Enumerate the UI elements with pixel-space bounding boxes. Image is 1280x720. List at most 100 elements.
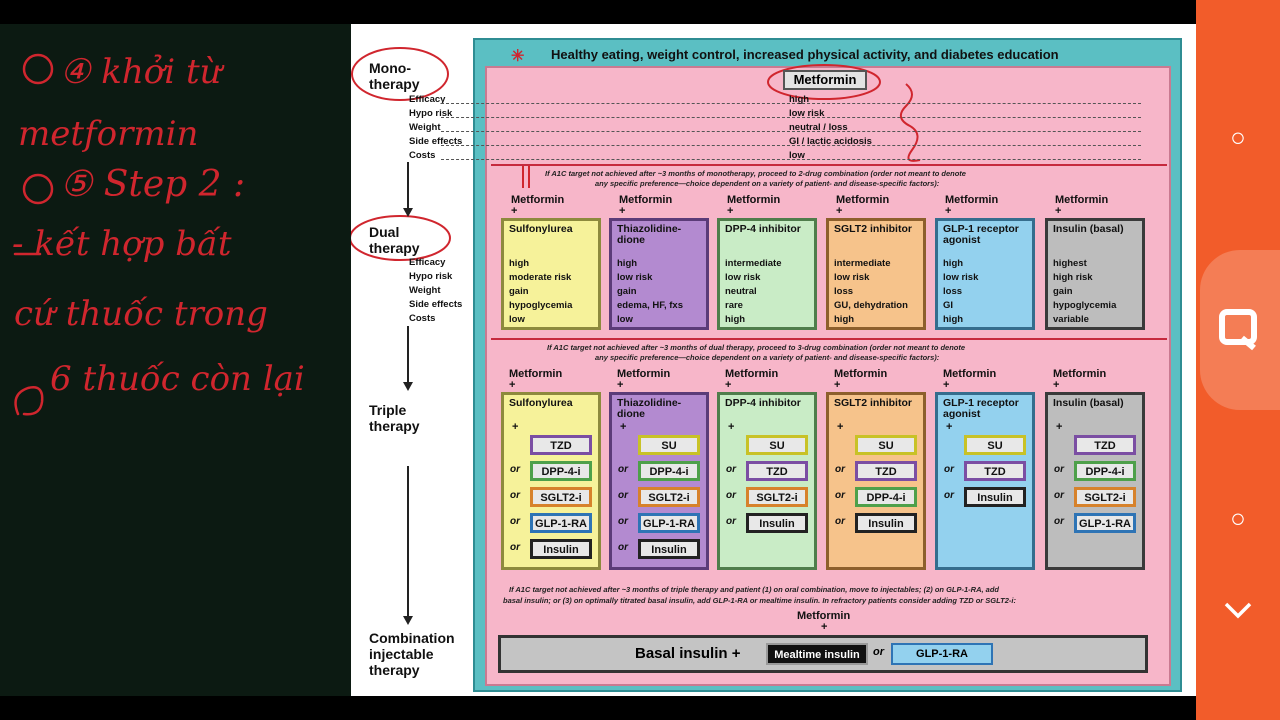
- handwriting-strokes: [13, 53, 54, 416]
- metformin-costs: low: [789, 150, 805, 161]
- dual-card-value: neutral: [725, 286, 757, 297]
- triple-metformin-label: Metformin: [1053, 368, 1107, 380]
- dual-plus: +: [1055, 205, 1062, 217]
- mono-label-hypo: Hypo risk: [409, 108, 453, 119]
- dual-card-value: gain: [1053, 286, 1073, 297]
- dual-plus: +: [727, 205, 734, 217]
- or-label: or: [944, 490, 954, 501]
- handwritten-notes-board: ④ khởi từ metformin ⑤ Step 2 : - kết hợp…: [0, 24, 351, 696]
- dual-card-value: GI: [943, 300, 954, 311]
- triple-card-plus: +: [620, 421, 627, 433]
- combo-or: or: [873, 646, 884, 658]
- combo-injectable-box: Basal insulin + Mealtime insulin or GLP-…: [498, 635, 1148, 673]
- dual-card-value: GU, dehydration: [834, 300, 908, 311]
- triple-card-title: Sulfonylurea: [509, 397, 573, 409]
- inner-frame: [485, 66, 1171, 686]
- or-label: or: [618, 490, 628, 501]
- annotation-marks: [351, 47, 921, 625]
- headline: Healthy eating, weight control, increase…: [551, 47, 1059, 62]
- circle-icon[interactable]: ○: [1230, 122, 1246, 152]
- dual-metformin-label: Metformin: [619, 194, 673, 206]
- dual-card-value: gain: [617, 286, 637, 297]
- triple-plus: +: [725, 379, 732, 391]
- mealtime-insulin-box: Mealtime insulin: [766, 643, 868, 665]
- note-triple-2: basal insulin; or (3) on optimally titra…: [503, 596, 1016, 605]
- dual-card-title: DPP-4 inhibitor: [725, 223, 801, 235]
- drug-option: Insulin: [964, 487, 1026, 507]
- divider: [491, 164, 1167, 166]
- or-label: or: [944, 464, 954, 475]
- triple-card-title: GLP-1 receptor agonist: [943, 397, 1019, 420]
- dual-card-value: low risk: [617, 272, 653, 283]
- dash-row: [441, 145, 1141, 146]
- drug-option: Insulin: [530, 539, 592, 559]
- triple-plus: +: [509, 379, 516, 391]
- drug-option: Insulin: [746, 513, 808, 533]
- or-label: or: [618, 516, 628, 527]
- drug-option: TZD: [1074, 435, 1136, 455]
- triple-plus: +: [1053, 379, 1060, 391]
- chevron-down-icon[interactable]: [1223, 600, 1253, 620]
- triple-card-title: Insulin (basal): [1053, 397, 1124, 409]
- stage-dual: Dual therapy: [369, 224, 420, 256]
- or-label: or: [835, 490, 845, 501]
- drug-option: GLP-1-RA: [638, 513, 700, 533]
- dual-plus: +: [511, 205, 518, 217]
- drug-option: SU: [638, 435, 700, 455]
- triple-plus: +: [834, 379, 841, 391]
- dual-card-value: high: [617, 258, 638, 269]
- dual-card-title: Sulfonylurea: [509, 223, 573, 235]
- or-label: or: [510, 464, 520, 475]
- triple-metformin-label: Metformin: [617, 368, 671, 380]
- drug-option: DPP-4-i: [530, 461, 592, 481]
- dual-card-value: highest: [1053, 258, 1087, 269]
- note-dual: If A1C target not achieved after ~3 mont…: [547, 343, 966, 352]
- dual-card-value: high risk: [1053, 272, 1093, 283]
- stage-mono: Mono-therapy: [369, 60, 420, 92]
- dash-row: [441, 117, 1141, 118]
- stage-triple: Triple therapy: [369, 402, 420, 434]
- drug-option: SGLT2-i: [530, 487, 592, 507]
- note-dual-2: any specific preference—choice dependent…: [595, 353, 940, 362]
- bottom-bar: [0, 696, 1196, 720]
- divider: [491, 338, 1167, 340]
- dual-metformin-label: Metformin: [511, 194, 565, 206]
- note-line-1: ④ khởi từ: [60, 52, 222, 92]
- or-label: or: [726, 516, 736, 527]
- dual-card-value: variable: [1053, 314, 1089, 325]
- drug-option: GLP-1-RA: [530, 513, 592, 533]
- dual-card-value: high: [509, 258, 530, 269]
- drug-option: DPP-4-i: [855, 487, 917, 507]
- note-triple: If A1C target not achieved after ~3 mont…: [509, 585, 999, 594]
- drug-option: SU: [746, 435, 808, 455]
- dual-label-hypo: Hypo risk: [409, 271, 453, 282]
- quick-edit-icon: [1219, 309, 1257, 351]
- dual-card-value: high: [725, 314, 746, 325]
- quick-edit-button[interactable]: [1200, 250, 1280, 410]
- stage-combo: Combination injectable therapy: [369, 630, 455, 678]
- drug-option: SGLT2-i: [746, 487, 808, 507]
- triple-metformin-label: Metformin: [725, 368, 779, 380]
- drug-option: TZD: [855, 461, 917, 481]
- dual-card-value: moderate risk: [509, 272, 572, 283]
- dual-card-value: intermediate: [725, 258, 782, 269]
- metformin-weight: neutral / loss: [789, 122, 848, 133]
- mono-label-side-effects: Side effects: [409, 136, 463, 147]
- drug-option: DPP-4-i: [638, 461, 700, 481]
- mono-label-efficacy: Efficacy: [409, 94, 446, 105]
- triple-card-plus: +: [837, 421, 844, 433]
- or-label: or: [726, 464, 736, 475]
- dual-card-value: loss: [834, 286, 854, 297]
- circle-icon-lower[interactable]: ○: [1230, 503, 1246, 533]
- or-label: or: [1054, 490, 1064, 501]
- dual-label-weight: Weight: [409, 285, 441, 296]
- dual-card-value: high: [943, 314, 964, 325]
- drug-option: Insulin: [638, 539, 700, 559]
- top-bar: [0, 0, 1196, 24]
- triple-metformin-label: Metformin: [834, 368, 888, 380]
- dual-metformin-label: Metformin: [945, 194, 999, 206]
- triple-card-title: SGLT2 inhibitor: [834, 397, 912, 409]
